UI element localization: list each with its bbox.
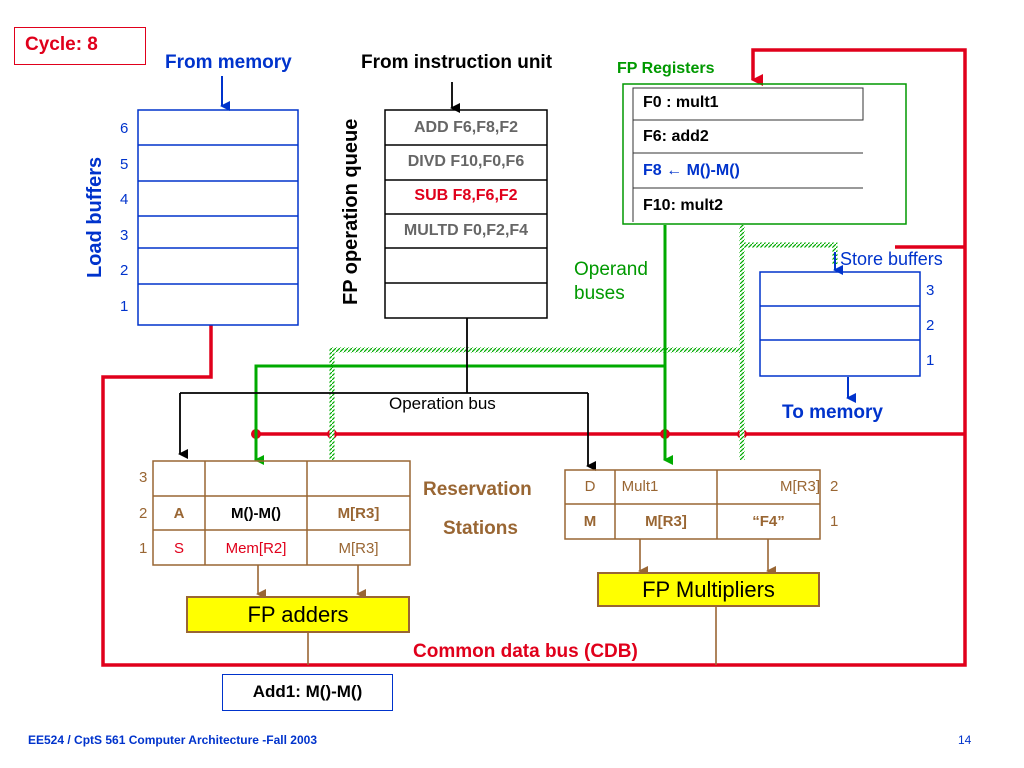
store-buffer-number: 3 [926, 282, 935, 299]
mult-rs-number: 1 [830, 513, 839, 530]
cdb-label: Common data bus (CDB) [413, 641, 638, 662]
mult-rs-op: M [583, 513, 597, 530]
mult-rs-vj: Mult1 [621, 478, 659, 495]
store-buffer-number: 1 [926, 352, 935, 369]
to-memory-label: To memory [782, 402, 884, 423]
fp-register-entry: F10: mult2 [643, 197, 724, 214]
mult-rs-vk: M[R3] [779, 478, 820, 495]
mult-rs-box [564, 469, 821, 540]
operand-buses-line1: Operand [574, 259, 648, 280]
fp-multipliers-unit: FP Multipliers [597, 572, 820, 607]
operation-bus [178, 82, 596, 471]
mult-rs-number: 2 [830, 478, 839, 495]
load-buffer-box [137, 109, 299, 326]
fp-register-box [622, 83, 907, 225]
load-buffer-number: 6 [120, 120, 129, 137]
fp-register-entry: F0 : mult1 [643, 94, 719, 111]
adder-rs-number: 2 [139, 505, 148, 522]
load-buffer-number: 3 [120, 227, 129, 244]
stations-label: Stations [443, 518, 518, 539]
fp-adders-unit: FP adders [186, 596, 410, 633]
op-queue-box [384, 109, 548, 319]
adder-rs-number: 3 [139, 469, 148, 486]
reservation-label: Reservation [423, 479, 532, 500]
store-buffer-box [759, 271, 921, 377]
from-memory-label: From memory [165, 52, 292, 73]
operand-buses-line2: buses [574, 283, 625, 304]
load-buffers-label: Load buffers [84, 156, 106, 278]
footer-course: EE524 / CptS 561 Computer Architecture -… [28, 733, 317, 747]
store-buffers-label: Store buffers [840, 249, 943, 269]
adder-rs-op: S [173, 540, 184, 557]
mult-rs-vj: M[R3] [645, 513, 687, 530]
common-data-bus [101, 48, 967, 667]
mult-rs-op: D [584, 478, 596, 495]
adder-rs-vk: M[R3] [338, 540, 379, 557]
result-box: Add1: M()-M() [222, 674, 393, 711]
fp-register-entry: F8 ← M()-M() [643, 162, 740, 179]
footer-page-number: 14 [958, 733, 972, 747]
load-buffer-number: 4 [120, 191, 129, 208]
op-queue-entry: MULTD F0,F2,F4 [403, 222, 529, 239]
op-queue-entry: SUB F8,F6,F2 [414, 187, 518, 204]
adder-rs-number: 1 [139, 540, 148, 557]
cycle-indicator: Cycle: 8 [14, 27, 146, 65]
operation-bus-label: Operation bus [389, 394, 496, 413]
from-instruction-unit-label: From instruction unit [361, 52, 553, 73]
store-buffer-number: 2 [926, 317, 935, 334]
adder-rs-vj: Mem[R2] [225, 540, 287, 557]
load-buffer-number: 2 [120, 262, 129, 279]
operand-bus-green [254, 225, 673, 465]
load-buffer-number: 1 [120, 298, 129, 315]
op-queue-entry: DIVD F10,F0,F6 [407, 153, 525, 170]
operand-buses-label: Operand buses [574, 258, 648, 306]
op-queue-entry: ADD F6,F8,F2 [413, 119, 518, 136]
adder-rs-box [152, 460, 411, 566]
adder-rs-vk: M[R3] [337, 505, 380, 522]
load-buffer-number: 5 [120, 156, 129, 173]
mult-rs-vk: “F4” [752, 513, 785, 530]
adder-rs-op: A [173, 505, 185, 522]
fp-operation-queue-label: FP operation queue [340, 118, 362, 305]
adder-rs-vj: M()-M() [231, 505, 281, 522]
fp-registers-label: FP Registers [617, 60, 715, 77]
fp-register-entry: F6: add2 [643, 128, 709, 145]
